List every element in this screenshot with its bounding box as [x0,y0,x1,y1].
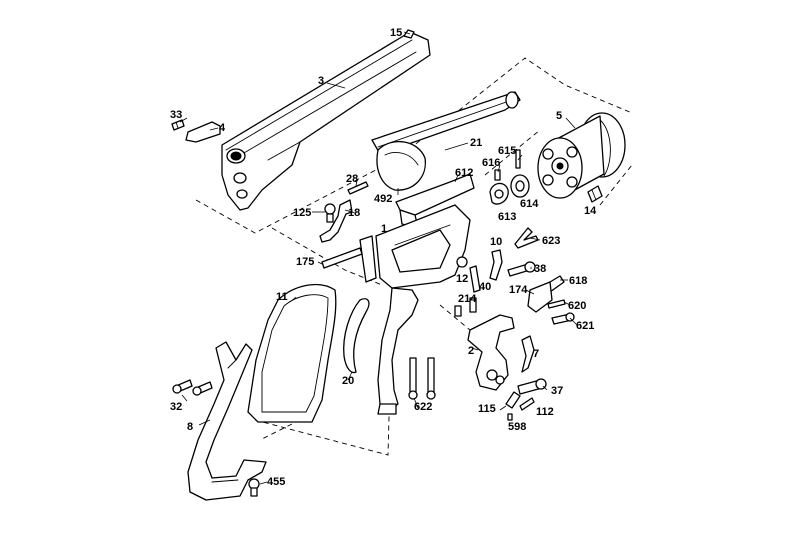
label-32: 32 [170,401,182,413]
label-621: 621 [576,320,594,332]
part-620 [547,299,566,309]
label-616: 616 [482,157,500,169]
label-615: 615 [498,145,516,157]
label-1: 1 [381,223,387,235]
part-623 [514,227,539,249]
part-wedge-screw [171,119,185,131]
label-214: 214 [458,293,477,305]
label-612: 612 [455,167,473,179]
part-613 [489,182,509,205]
label-33: 33 [170,109,182,121]
label-613: 613 [498,211,516,223]
label-4: 4 [219,122,226,134]
part-175 [321,247,363,269]
label-3: 3 [318,75,324,87]
part-12 [469,265,481,293]
label-8: 8 [187,421,193,433]
part-455 [248,478,260,497]
part-125 [324,203,336,223]
label-20: 20 [342,375,354,387]
label-492: 492 [374,193,392,205]
label-10: 10 [490,236,502,248]
part-622 [408,357,436,400]
label-623: 623 [542,235,560,247]
part-10 [489,249,503,281]
label-21: 21 [470,137,482,149]
part-32 [172,379,213,396]
part-598 [507,413,513,421]
label-618: 618 [569,275,587,287]
part-614 [510,174,530,198]
label-125: 125 [293,207,311,219]
label-28: 28 [346,173,358,185]
label-18: 18 [348,207,360,219]
label-15: 15 [390,27,402,39]
part-trigger [521,335,535,373]
part-frame [359,204,471,289]
part-115 [505,391,521,409]
label-455: 455 [267,476,285,488]
label-7: 7 [533,348,539,360]
part-112 [519,397,535,411]
part-backstrap [377,287,419,415]
label-14: 14 [584,205,597,217]
label-598: 598 [508,421,526,433]
part-38 [507,261,536,277]
label-40: 40 [479,281,491,293]
label-37: 37 [551,385,563,397]
label-5: 5 [556,110,562,122]
part-mainspring [343,298,370,374]
part-174 [527,281,553,313]
part-labels: 15 3 33 4 5 21 615 616 28 612 492 613 61… [170,27,597,488]
part-barrel [221,31,431,211]
part-615 [515,149,521,169]
label-12: 12 [456,273,468,285]
part-hammer [467,314,515,391]
part-grips [247,283,337,423]
label-38: 38 [534,263,546,275]
label-11: 11 [276,291,288,303]
part-616 [494,169,501,181]
label-620: 620 [568,300,586,312]
part-40 [469,297,477,313]
part-37 [517,378,547,395]
label-112: 112 [536,406,554,418]
label-115: 115 [478,403,496,415]
part-cylinder [537,112,626,199]
leader-lines [179,31,578,485]
label-614: 614 [520,198,539,210]
label-622: 622 [414,401,432,413]
part-trigger-guard [187,341,267,501]
part-18 [319,199,353,243]
part-rammer [376,140,426,191]
label-175: 175 [296,256,314,268]
part-214 [454,305,462,317]
label-2: 2 [468,345,474,357]
part-28 [347,181,369,195]
part-nipple [587,185,603,203]
part-wedge [185,121,221,143]
label-174: 174 [509,284,528,296]
